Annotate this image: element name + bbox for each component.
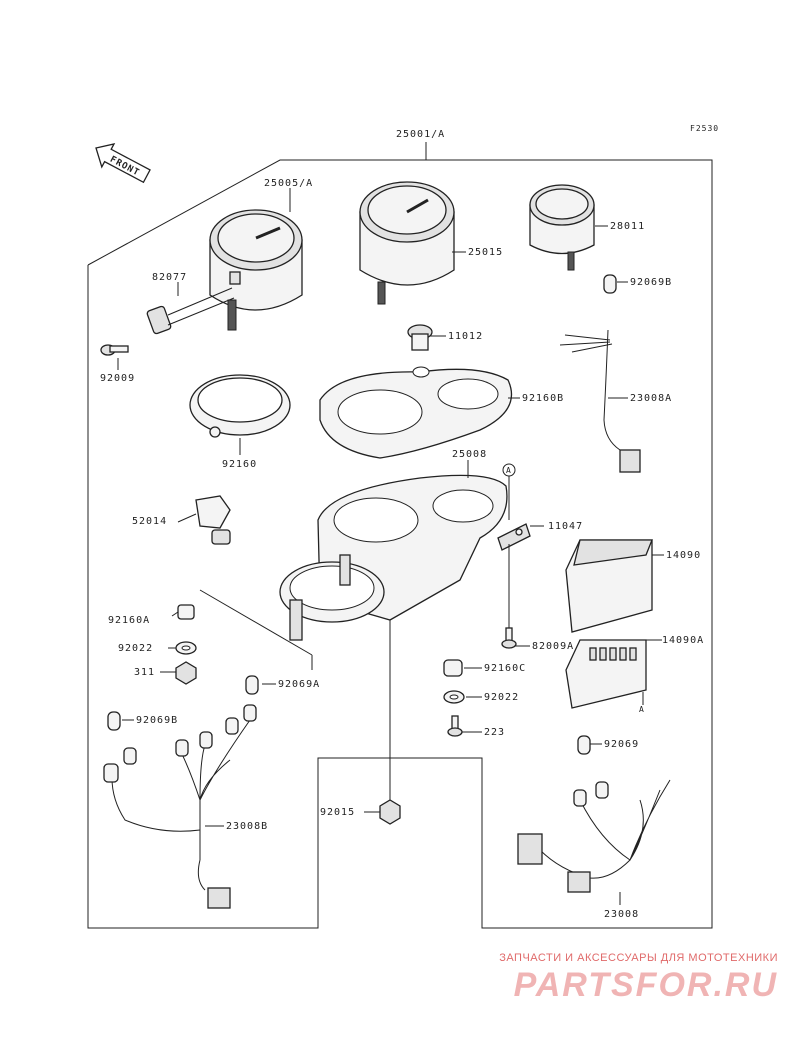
diagram-code: F2530: [690, 124, 719, 133]
part-label: 92022: [118, 643, 153, 654]
harness-23008: [517, 735, 671, 893]
case-25008: [279, 474, 508, 641]
part-label: 92160: [222, 459, 257, 470]
tachometer-25005a: [209, 209, 303, 331]
base-14090a: [565, 639, 647, 709]
screw-92009: [100, 344, 129, 356]
part-label: 92069B: [136, 715, 178, 726]
part-label: 82077: [152, 272, 187, 283]
grommet-92015: [379, 799, 401, 825]
part-label: 25005/A: [264, 178, 313, 189]
part-label: 92009: [100, 373, 135, 384]
grommet-11012: [407, 324, 433, 351]
socket-52014: [195, 495, 231, 545]
part-label: 14090A: [662, 635, 704, 646]
indicator-14090: [565, 539, 653, 633]
part-label: 92069A: [278, 679, 320, 690]
part-label: 92160B: [522, 393, 564, 404]
part-label: 311: [134, 667, 155, 678]
harness-23008b: [103, 675, 259, 909]
part-label: 92022: [484, 692, 519, 703]
screw-82009a: [501, 627, 517, 649]
part-label: 82009A: [532, 641, 574, 652]
part-label: 11047: [548, 521, 583, 532]
front-arrow-icon: FRONT: [95, 143, 151, 184]
bushing-92160c: [443, 659, 463, 677]
part-label: 25015: [468, 247, 503, 258]
watermark-tagline: ЗАПЧАСТИ И АКСЕССУАРЫ ДЛЯ МОТОТЕХНИКИ: [499, 952, 778, 964]
part-label: 92069: [604, 739, 639, 750]
part-label: 25001/A: [396, 129, 445, 140]
leader-lines: [117, 188, 664, 905]
ref-marker-a: A: [506, 466, 512, 475]
nut-311: [175, 661, 197, 685]
part-label: 92160A: [108, 615, 150, 626]
part-label: 23008: [604, 909, 639, 920]
knob-82077: [146, 287, 235, 335]
part-label: 11012: [448, 331, 483, 342]
watermark-brand-logo: PARTSFOR.RU: [513, 966, 778, 1004]
part-label: 52014: [132, 516, 167, 527]
cover-92160b: [319, 366, 513, 459]
part-label: 23008B: [226, 821, 268, 832]
washer-92022-right: [443, 690, 465, 704]
gauge-28011: [529, 184, 595, 271]
part-label: 28011: [610, 221, 645, 232]
part-label: 23008A: [630, 393, 672, 404]
ring-92160: [189, 374, 291, 438]
part-label: 25008: [452, 449, 487, 460]
assembly-outline: [87, 159, 713, 929]
part-label: 92160C: [484, 663, 526, 674]
part-label: 92069B: [630, 277, 672, 288]
bracket-11047: [497, 463, 531, 551]
ref-marker-bottom: A: [639, 705, 645, 714]
part-label: 14090: [666, 550, 701, 561]
washer-92022-left: [175, 641, 197, 655]
part-label: 223: [484, 727, 505, 738]
harness-23008a: [559, 274, 641, 473]
screw-223: [447, 715, 463, 737]
part-label: 92015: [320, 807, 355, 818]
bushing-92160a: [177, 604, 195, 620]
speedometer-25015: [359, 181, 455, 305]
